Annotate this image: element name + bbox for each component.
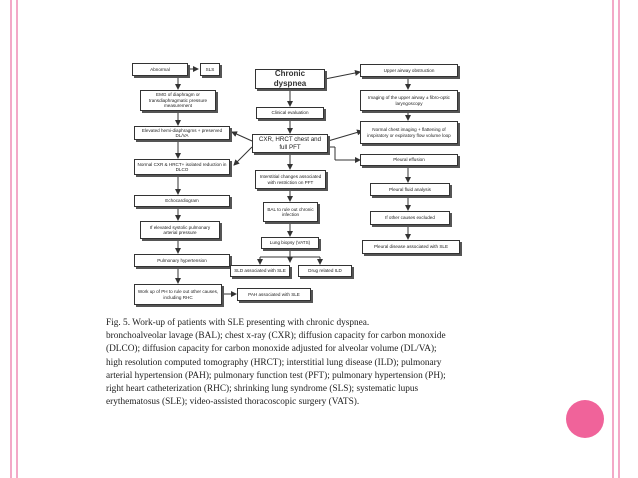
pleural-effusion-box: Pleural effusion — [360, 154, 458, 166]
figure-caption: Fig. 5. Work-up of patients with SLE pre… — [106, 317, 506, 409]
imaging-upper-airway-box: Imaging of the upper airway ± fibro-opti… — [360, 90, 458, 111]
sls-box: SLS — [200, 63, 220, 76]
caption-line: right heart catheterization (RHC); shrin… — [106, 384, 419, 395]
frame-stripe — [618, 0, 620, 478]
pleural-fluid-analysis-box: Pleural fluid analysis — [370, 183, 450, 196]
right-decorative-frame — [608, 0, 638, 478]
echocardiogram-box: Echocardiogram — [134, 195, 230, 207]
lung-biopsy-box: Lung biopsy (VATS) — [261, 237, 319, 249]
elevated-hemidiaphragms-box: Elevated hemi-diaphragms + preserved DL/… — [134, 126, 230, 140]
caption-line: high resolution computed tomography (HRC… — [106, 357, 442, 368]
caption-line: Fig. 5. Work-up of patients with SLE pre… — [106, 318, 370, 328]
abnormal-box: Abnormal — [132, 63, 188, 76]
bal-box: BAL to rule out chronic infection — [263, 202, 318, 222]
sld-associated-sle-box: SLD associated with SLE — [230, 265, 290, 277]
left-decorative-frame — [0, 0, 22, 478]
caption-line: bronchoalveolar lavage (BAL); chest x-ra… — [106, 331, 446, 342]
caption-line: arterial hypertension (PAH); pulmonary f… — [106, 370, 446, 381]
cxr-hrct-pft-box: CXR, HRCT chest and full PFT — [252, 134, 328, 153]
interstitial-changes-box: Interstitial changes associated with res… — [255, 170, 326, 189]
caption-line: (DLCO); diffusion capacity for carbon mo… — [106, 344, 437, 355]
chronic-dyspnea-box: Chronic dyspnea — [255, 69, 325, 89]
pulmonary-hypertension-box: Pulmonary hypertension — [134, 254, 230, 267]
upper-airway-obstruction-box: Upper airway obstruction — [360, 64, 458, 77]
normal-chest-imaging-box: Normal chest imaging + flattening of ins… — [360, 121, 458, 144]
elevated-systolic-box: If elevated systolic pulmonary arterial … — [140, 221, 220, 239]
caption-line: erythematosus (SLE); video-assisted thor… — [106, 397, 360, 408]
normal-cxr-hrct-box: Normal CXR & HRCT+ isolated reduction in… — [134, 159, 230, 175]
workup-ph-box: Work up of PH to rule out other causes, … — [134, 284, 222, 305]
accent-circle — [566, 400, 604, 438]
pleural-disease-sle-box: Pleural disease associated with SLE — [362, 240, 460, 254]
frame-stripe — [612, 0, 614, 478]
other-causes-excluded-box: If other causes excluded — [370, 211, 450, 225]
frame-stripe — [16, 0, 18, 478]
emg-box: EMG of diaphragm or transdiaphragmatic p… — [140, 90, 216, 111]
frame-stripe — [10, 0, 12, 478]
clinical-evaluation-box: Clinical evaluation — [256, 107, 324, 119]
pah-associated-sle-box: PAH associated with SLE — [237, 288, 311, 301]
drug-related-ild-box: Drug related ILD — [298, 265, 352, 277]
